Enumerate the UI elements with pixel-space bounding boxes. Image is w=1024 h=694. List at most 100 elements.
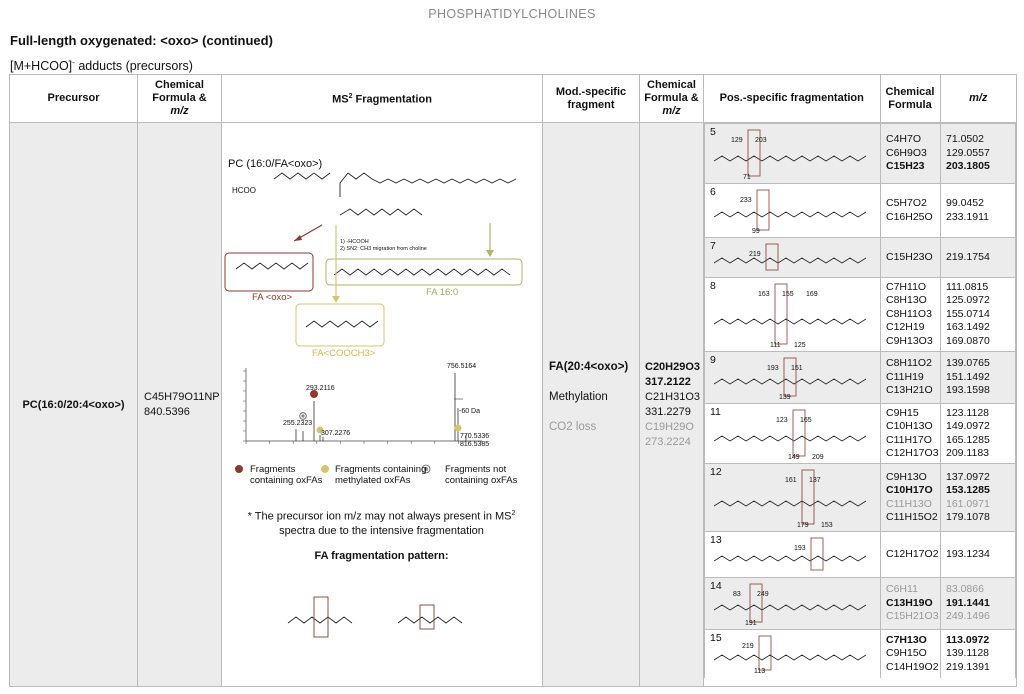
fragment-formula: C15H23: [886, 160, 925, 173]
fragment-mz-label: 219: [742, 643, 754, 650]
fragment-formula: C8H11O2: [886, 357, 932, 370]
fragment-formula: C6H11: [886, 583, 918, 596]
fragment-mz-label: 169: [806, 291, 818, 298]
fragment-mz-label: 163: [758, 291, 770, 298]
fragment-mz: 151.1492: [946, 370, 990, 383]
fragment-mz-label: 233: [740, 197, 752, 204]
fragment-mz-label: 113: [754, 668, 766, 675]
fragment-mz-label: 153: [821, 522, 833, 529]
pos-number: 11: [710, 406, 721, 418]
fragment-mz: 169.0870: [946, 334, 990, 347]
fragment-formula: C16H25O: [886, 210, 933, 223]
fragment-mz-label: 137: [809, 477, 821, 484]
fragment-mz: 113.0972: [946, 633, 990, 646]
loss-label: -60 Da: [459, 408, 481, 415]
subtitle-pre: [M+HCOO]: [10, 59, 73, 74]
peak-255-label: 255.2323: [283, 420, 313, 427]
pos-number: 14: [710, 580, 722, 592]
fragment-formula: C11H17O: [886, 433, 932, 446]
fragment-formula: C13H19O: [886, 596, 933, 609]
subtitle-post: adducts (precursors): [74, 59, 193, 74]
fragment-mz-label: 111: [770, 342, 781, 349]
precursor-mz: 840.5396: [144, 405, 190, 418]
pos-formulas: C12H17O2: [880, 531, 941, 578]
fragment-mz-label: 139: [779, 394, 791, 401]
mod-mz: 317.2122: [645, 375, 691, 388]
fragment-formula: C11H15O2: [886, 511, 938, 523]
fragment-mz: 203.1805: [946, 160, 990, 173]
fragment-mz: 165.1285: [946, 433, 990, 446]
fragment-formula: C14H19O2: [886, 660, 939, 673]
step2-label: 2) SN2: CH3 migration from choline: [340, 246, 427, 252]
col-mz: m/z: [969, 92, 988, 104]
fragment-mz-label: 161: [785, 477, 797, 484]
fa-cooch3-label: FA<COOCH3>: [312, 348, 376, 359]
fragment-formula: C13H21O: [886, 384, 933, 397]
pos-structure-svg: [713, 129, 867, 177]
peak-293-label: 293.2116: [306, 385, 335, 392]
col-pos-specific: Pos.-specific fragmentation: [704, 75, 881, 122]
section-title: Full-length oxygenated: <oxo> (continued…: [10, 33, 273, 48]
fragment-mz: 99.0452: [946, 197, 984, 209]
precursor-formula-cell: C45H79O11NP 840.5396: [137, 122, 222, 687]
pos-mz-values: 219.1754: [939, 237, 1017, 278]
ms2-compound-label: PC (16:0/FA<oxo>): [228, 158, 323, 170]
fragment-formula: C9H13O3: [886, 334, 933, 347]
mod-formula: C19H29O: [645, 420, 694, 433]
peak-307-label: 307.2276: [321, 430, 351, 437]
fragment-formula: C9H15: [886, 406, 919, 419]
fragment-formula: C9H15O: [886, 647, 927, 659]
fragment-formula: C15H23O: [886, 250, 933, 263]
mod-mz: 331.2279: [645, 405, 691, 418]
fragment-mz-label: 191: [745, 620, 757, 627]
fragment-mz-label: 125: [794, 342, 806, 349]
fragment-formula: C5H7O2: [886, 197, 927, 209]
pos-structure-svg: [713, 283, 867, 345]
fragment-mz-label: 249: [757, 591, 769, 598]
pos-number: 12: [710, 466, 722, 478]
pos-number: 13: [710, 534, 722, 546]
fragment-formula: C11H19: [886, 370, 924, 383]
pos-structure: 13 193: [704, 531, 881, 578]
fragment-mz: 249.1496: [946, 610, 990, 623]
pos-number: 8: [710, 280, 716, 292]
fragment-formula: C12H17O2: [886, 547, 939, 560]
fragment-formula: C10H17O: [886, 484, 933, 496]
fragment-mz-label: 193: [794, 545, 806, 552]
pos-number: 5: [710, 126, 716, 138]
peak-816-label: 816.5385: [460, 441, 490, 448]
mod-fragment-item: Methylation: [549, 390, 608, 403]
fragment-formula: C9H13O: [886, 470, 927, 483]
fragment-formula: C7H13O: [886, 633, 927, 646]
fragment-mz-label: 129: [731, 137, 743, 144]
col-precursor: Precursor: [9, 74, 138, 123]
section-subtitle: [M+HCOO]- adducts (precursors): [10, 58, 193, 73]
fragment-mz-label: 151: [791, 365, 803, 372]
